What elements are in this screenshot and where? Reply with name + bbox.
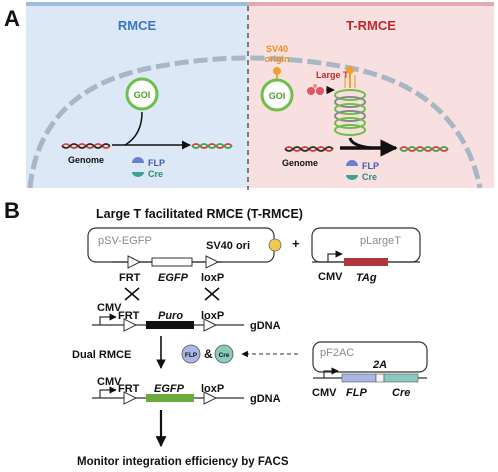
- loxp-label-1: loxP: [201, 272, 224, 284]
- flp-cre-badges: FLP & Cre: [181, 344, 234, 364]
- recombined-dna-left: [191, 143, 233, 149]
- sv40-ori-dot: [268, 238, 282, 252]
- ampersand: &: [204, 347, 213, 361]
- psv-egfp-name: pSV-EGFP: [98, 235, 152, 247]
- psv-egfp-plasmid: pSV-EGFP SV40 ori: [87, 227, 282, 269]
- flp-badge: FLP: [185, 352, 198, 359]
- large-t-protein: [307, 84, 324, 95]
- egfp-block-plasmid: [151, 257, 193, 267]
- goi-plasmid-left: GOI: [125, 77, 159, 111]
- goi-plasmid-right: GOI: [260, 78, 294, 112]
- sv40-label-line1: SV40: [266, 44, 288, 54]
- tag-block: [344, 258, 388, 266]
- cre-badge: Cre: [219, 352, 230, 359]
- large-t-label: Large T: [316, 70, 349, 80]
- pf2ac-name: pF2AC: [320, 347, 354, 359]
- panel-b-title: Large T facilitated RMCE (T-RMCE): [96, 207, 303, 221]
- plarget-name: pLargeT: [360, 235, 401, 247]
- crossover-x-loxp: [204, 287, 220, 301]
- pf2ac-plasmid: pF2AC 2A CMV FLP Cre: [312, 341, 428, 399]
- genome-dna-right: [284, 146, 334, 152]
- nuclear-envelope: [27, 55, 483, 189]
- genomic-gdna: gDNA: [250, 320, 281, 332]
- puro-label: Puro: [158, 310, 183, 322]
- egfp-block-genome: [146, 394, 194, 402]
- result-loxp: loxP: [201, 383, 224, 395]
- rmce-title: RMCE: [118, 18, 157, 33]
- cre-label-left: Cre: [148, 169, 163, 179]
- plarget-cmv: CMV: [318, 271, 343, 283]
- cre-label-right: Cre: [362, 172, 377, 182]
- result-gdna: gDNA: [250, 393, 281, 405]
- flp-cre-enzymes-left: FLP Cre: [132, 157, 165, 179]
- amplified-plasmid-stack: [334, 66, 366, 136]
- genomic-cmv: CMV: [97, 302, 122, 314]
- genomic-loxp: loxP: [201, 310, 224, 322]
- 2a-block: [375, 373, 385, 383]
- crossover-x-frt: [124, 287, 140, 301]
- panel-a: A RMCE T-RMCE GOI Genome FLP Cre SV40 or…: [0, 0, 498, 190]
- genome-label-left: Genome: [68, 155, 104, 165]
- recombined-dna-right: [399, 146, 449, 152]
- panel-a-label: A: [4, 6, 20, 31]
- frt-triangle-2: [123, 318, 138, 332]
- panel-b: B Large T facilitated RMCE (T-RMCE) pSV-…: [4, 198, 428, 468]
- sv40-origin-dot: [273, 67, 281, 75]
- plus-sign: +: [292, 236, 300, 251]
- sv40-label-line2: origin: [265, 54, 290, 64]
- puro-block: [146, 321, 194, 329]
- result-cmv: CMV: [97, 376, 122, 388]
- result-frt: FRT: [118, 383, 140, 395]
- pf2ac-cre: Cre: [392, 387, 410, 399]
- pf2ac-cmv: CMV: [312, 387, 337, 399]
- goi-label-left: GOI: [134, 90, 151, 100]
- plarget-tag: TAg: [356, 272, 377, 284]
- flp-label-right: FLP: [362, 161, 379, 171]
- monitor-label: Monitor integration efficiency by FACS: [77, 456, 289, 468]
- frt-triangle-1: [127, 255, 142, 269]
- genomic-locus-puro: CMV FRT Puro loxP gDNA: [92, 302, 281, 332]
- genome-label-right: Genome: [282, 158, 318, 168]
- flp-label-left: FLP: [148, 158, 165, 168]
- genomic-locus-egfp: CMV FRT EGFP loxP gDNA: [92, 376, 281, 405]
- genome-dna-left: [61, 143, 111, 149]
- pf2ac-2a: 2A: [372, 359, 387, 371]
- panel-b-label: B: [4, 198, 20, 223]
- loxp-triangle-3: [203, 391, 218, 405]
- egfp-label-1: EGFP: [158, 272, 189, 284]
- flp-cre-enzymes-right: FLP Cre: [346, 160, 379, 182]
- dual-rmce-label: Dual RMCE: [72, 349, 131, 361]
- loxp-triangle-2: [203, 318, 218, 332]
- result-egfp-label: EGFP: [154, 383, 185, 395]
- loxp-triangle-1: [205, 255, 220, 269]
- cre-block: [383, 373, 419, 383]
- pf2ac-flp: FLP: [346, 387, 367, 399]
- trmce-title: T-RMCE: [346, 18, 396, 33]
- genomic-frt: FRT: [118, 310, 140, 322]
- plarget-plasmid: pLargeT CMV TAg: [311, 227, 421, 284]
- sv40-ori-label: SV40 ori: [206, 240, 250, 252]
- frt-triangle-3: [123, 391, 138, 405]
- flp-block: [341, 373, 377, 383]
- frt-label-1: FRT: [119, 272, 141, 284]
- goi-label-right: GOI: [269, 91, 286, 101]
